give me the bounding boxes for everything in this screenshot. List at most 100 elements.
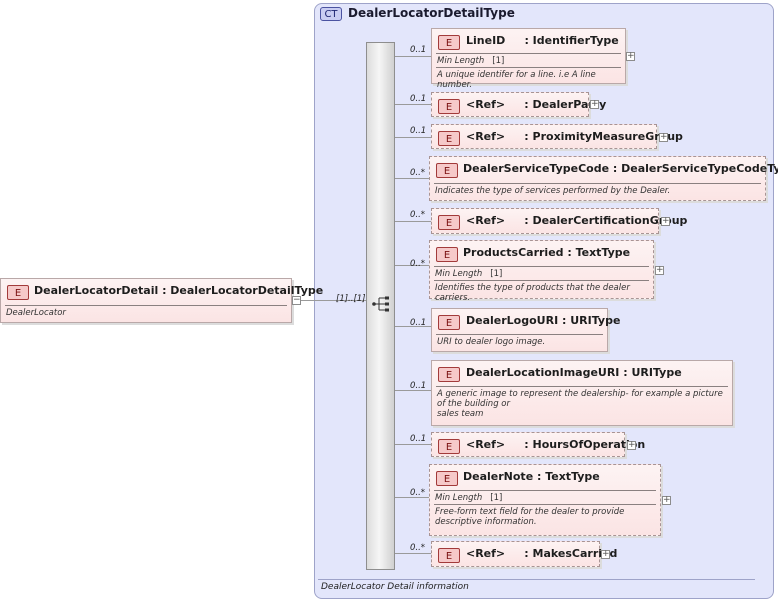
root-element[interactable]: E DealerLocatorDetail : DealerLocatorDet… bbox=[0, 278, 323, 323]
element-title: DealerLocationImageURI : URIType bbox=[466, 366, 682, 379]
element-badge: E bbox=[438, 367, 460, 382]
element-title: ProductsCarried : TextType bbox=[463, 246, 631, 259]
connector-line bbox=[395, 221, 431, 222]
element-title: DealerServiceTypeCode : DealerServiceTyp… bbox=[463, 162, 778, 175]
element-documentation: A unique identifer for a line. i.e A lin… bbox=[437, 70, 596, 90]
facet-label: Min Length bbox=[437, 56, 485, 66]
facet-label: Min Length bbox=[435, 269, 483, 279]
divider bbox=[436, 334, 603, 335]
connector-line bbox=[395, 390, 431, 391]
divider bbox=[436, 67, 621, 68]
divider bbox=[318, 579, 755, 580]
root-element-documentation: DealerLocator bbox=[6, 308, 66, 318]
expand-toggle[interactable]: + bbox=[627, 440, 636, 450]
connector-line bbox=[395, 56, 431, 57]
element-title: <Ref> : HoursOfOperation bbox=[466, 438, 646, 451]
divider bbox=[434, 490, 656, 491]
expand-toggle[interactable]: + bbox=[626, 51, 635, 61]
element-title: <Ref> : ProximityMeasureGroup bbox=[466, 130, 683, 143]
element-documentation: Indicates the type of services performed… bbox=[435, 186, 671, 196]
cardinality: 0..* bbox=[410, 543, 426, 553]
connector-line bbox=[395, 137, 431, 138]
connector-line bbox=[395, 444, 431, 445]
element-badge: E bbox=[436, 163, 458, 178]
complex-type-documentation: DealerLocator Detail information bbox=[321, 582, 469, 592]
element-title: <Ref> : DealerParty bbox=[466, 98, 607, 111]
ref-dealer-certification-group[interactable]: E <Ref> : DealerCertificationGroup bbox=[431, 208, 687, 234]
element-title: DealerNote : TextType bbox=[463, 470, 600, 483]
element-documentation: Free-form text field for the dealer to p… bbox=[435, 507, 625, 527]
cardinality: 0..* bbox=[410, 168, 426, 178]
element-badge: E bbox=[7, 285, 29, 300]
element-title: DealerLogoURI : URIType bbox=[466, 314, 621, 327]
element-documentation: Identifies the type of products that the… bbox=[435, 283, 630, 303]
element-badge: E bbox=[438, 439, 460, 454]
connector-line bbox=[395, 104, 431, 105]
sequence-compositor[interactable] bbox=[366, 42, 395, 570]
element-dealer-service-type-code[interactable]: E DealerServiceTypeCode : DealerServiceT… bbox=[429, 156, 778, 201]
element-documentation: A generic image to represent the dealers… bbox=[437, 389, 728, 419]
divider bbox=[436, 386, 728, 387]
expand-toggle[interactable]: + bbox=[662, 495, 671, 505]
cardinality: 0..1 bbox=[410, 318, 427, 328]
expand-toggle[interactable]: + bbox=[661, 216, 670, 226]
complex-type-badge: CT bbox=[320, 7, 342, 21]
ref-dealer-party[interactable]: E <Ref> : DealerParty bbox=[431, 92, 606, 117]
cardinality: 0..1 bbox=[410, 434, 427, 444]
element-products-carried[interactable]: E ProductsCarried : TextType Min Length [… bbox=[429, 240, 654, 303]
expand-toggle[interactable]: + bbox=[590, 99, 599, 109]
complex-type-name: DealerLocatorDetailType bbox=[348, 6, 515, 20]
divider bbox=[434, 266, 649, 267]
connector-line bbox=[395, 497, 431, 498]
root-cardinality: [1]..[1] bbox=[336, 294, 366, 304]
element-badge: E bbox=[436, 247, 458, 262]
element-title: <Ref> : MakesCarried bbox=[466, 547, 618, 560]
sequence-icon bbox=[372, 296, 389, 312]
element-badge: E bbox=[438, 215, 460, 230]
cardinality: 0..1 bbox=[410, 94, 427, 104]
facet-min-length: Min Length [1] bbox=[437, 56, 504, 66]
facet-value: [1] bbox=[490, 269, 503, 279]
ref-hours-of-operation[interactable]: E <Ref> : HoursOfOperation bbox=[431, 432, 645, 457]
element-badge: E bbox=[436, 471, 458, 486]
divider bbox=[434, 280, 649, 281]
cardinality: 0..* bbox=[410, 210, 426, 220]
divider bbox=[434, 183, 761, 184]
divider bbox=[5, 305, 287, 306]
expand-toggle[interactable]: + bbox=[601, 549, 610, 559]
cardinality: 0..1 bbox=[410, 381, 427, 391]
connector-line bbox=[395, 178, 431, 179]
facet-value: [1] bbox=[490, 493, 503, 503]
ref-proximity-measure-group[interactable]: E <Ref> : ProximityMeasureGroup bbox=[431, 124, 683, 149]
facet-min-length: Min Length [1] bbox=[435, 269, 502, 279]
ref-makes-carried[interactable]: E <Ref> : MakesCarried bbox=[431, 541, 617, 567]
divider bbox=[434, 504, 656, 505]
root-element-title: DealerLocatorDetail : DealerLocatorDetai… bbox=[34, 284, 324, 297]
element-dealer-logo-uri[interactable]: E DealerLogoURI : URIType URI to dealer … bbox=[431, 308, 620, 352]
expand-toggle[interactable]: + bbox=[659, 132, 668, 142]
expand-toggle[interactable]: + bbox=[655, 265, 664, 275]
element-line-id[interactable]: E LineID : IdentifierType Min Length[1] … bbox=[431, 28, 626, 90]
connector-line bbox=[301, 300, 366, 301]
element-dealer-location-image-uri[interactable]: E DealerLocationImageURI : URIType A gen… bbox=[431, 360, 733, 426]
connector-line bbox=[395, 265, 431, 266]
facet-min-length: Min Length [1] bbox=[435, 493, 502, 503]
documentation-line: sales team bbox=[437, 409, 484, 419]
element-badge: E bbox=[438, 315, 460, 330]
collapse-toggle[interactable]: − bbox=[292, 295, 301, 305]
element-dealer-note[interactable]: E DealerNote : TextType Min Length [1] Fr… bbox=[429, 464, 661, 536]
cardinality: 0..* bbox=[410, 488, 426, 498]
element-documentation: URI to dealer logo image. bbox=[437, 337, 546, 347]
element-badge: E bbox=[438, 35, 460, 50]
element-badge: E bbox=[438, 548, 460, 563]
facet-label: Min Length bbox=[435, 493, 483, 503]
connector-line bbox=[395, 553, 431, 554]
connector-line bbox=[395, 326, 431, 327]
element-title: LineID : IdentifierType bbox=[466, 34, 619, 47]
element-title: <Ref> : DealerCertificationGroup bbox=[466, 214, 688, 227]
element-badge: E bbox=[438, 99, 460, 114]
facet-value: [1] bbox=[492, 56, 505, 66]
element-badge: E bbox=[438, 131, 460, 146]
divider bbox=[436, 53, 621, 54]
cardinality: 0..1 bbox=[410, 126, 427, 136]
